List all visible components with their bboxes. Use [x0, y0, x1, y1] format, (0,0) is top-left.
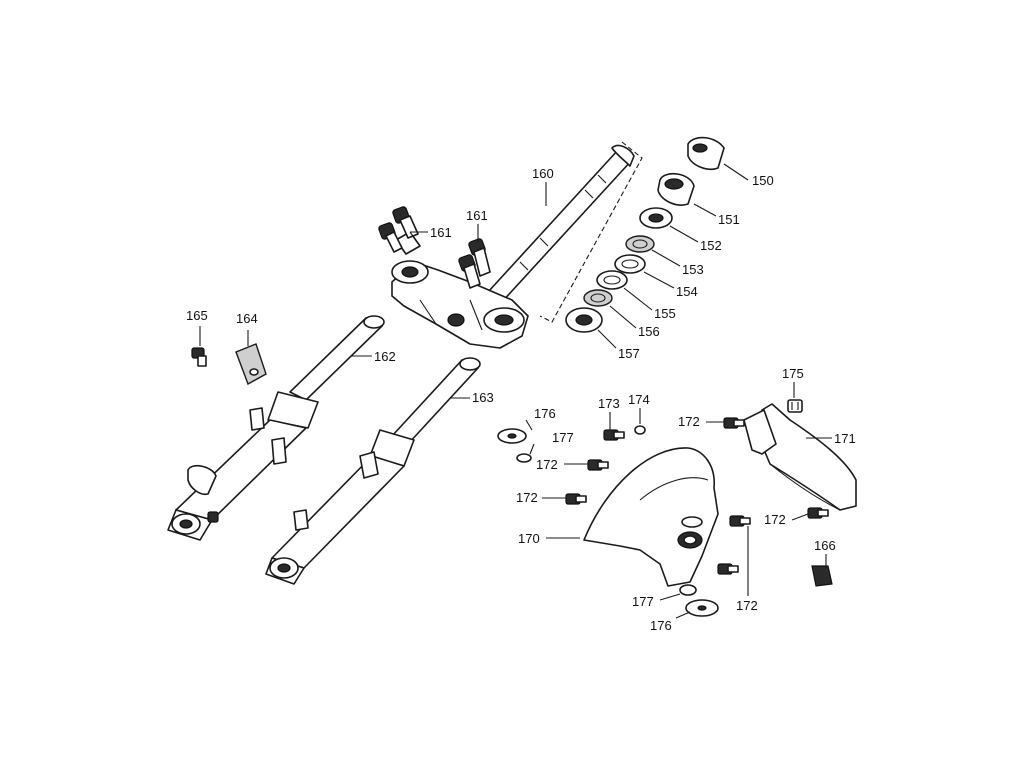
callout-174[interactable]: 174 — [628, 392, 650, 407]
bearing-156 — [583, 289, 613, 307]
callout-162[interactable]: 162 — [374, 349, 396, 364]
inner-fender-171 — [743, 403, 857, 511]
bolt-165 — [191, 347, 207, 367]
fork-leg-162 — [167, 315, 385, 541]
lock-nut-151 — [657, 173, 695, 206]
lower-race-157 — [565, 307, 603, 333]
bearing-153 — [625, 235, 655, 253]
fork-leg-163 — [265, 357, 481, 585]
bolt-172-e1 — [729, 515, 751, 527]
callout-170[interactable]: 170 — [518, 531, 540, 546]
callout-156[interactable]: 156 — [638, 324, 660, 339]
clamp-bolt-161a — [378, 206, 421, 255]
callout-175[interactable]: 175 — [782, 366, 804, 381]
callout-172-d[interactable]: 172 — [764, 512, 786, 527]
steering-stem-160 — [487, 141, 643, 323]
callout-176-bottom[interactable]: 176 — [650, 618, 672, 633]
triple-clamp — [391, 260, 529, 349]
race-154 — [614, 254, 646, 274]
bolt-172-e2 — [717, 563, 739, 575]
callout-153[interactable]: 153 — [682, 262, 704, 277]
callout-177-bottom[interactable]: 177 — [632, 594, 654, 609]
callout-172-a[interactable]: 172 — [536, 457, 558, 472]
callout-172-e[interactable]: 172 — [736, 598, 758, 613]
callout-155[interactable]: 155 — [654, 306, 676, 321]
washer-177-top — [516, 453, 532, 463]
fender-bolt-166 — [811, 565, 833, 587]
callout-150[interactable]: 150 — [752, 173, 774, 188]
washer-176-top — [497, 428, 527, 444]
callout-161-left[interactable]: 161 — [430, 225, 452, 240]
washer-176-bottom — [685, 599, 719, 617]
washer-174 — [634, 425, 646, 435]
leader-lines — [199, 163, 832, 619]
callout-176-top[interactable]: 176 — [534, 406, 556, 421]
bolt-172-a — [587, 459, 609, 471]
callout-151[interactable]: 151 — [718, 212, 740, 227]
callout-173[interactable]: 173 — [598, 396, 620, 411]
callout-177-top[interactable]: 177 — [552, 430, 574, 445]
race-155 — [596, 270, 628, 290]
bolt-172-c — [723, 417, 745, 429]
callout-157[interactable]: 157 — [618, 346, 640, 361]
callout-164[interactable]: 164 — [236, 311, 258, 326]
nut-175 — [787, 399, 803, 413]
clamp-bolt-161b — [458, 238, 491, 289]
callout-166[interactable]: 166 — [814, 538, 836, 553]
front-fender-170 — [583, 447, 719, 587]
callout-172-c[interactable]: 172 — [678, 414, 700, 429]
washer-152 — [639, 207, 673, 229]
callout-154[interactable]: 154 — [676, 284, 698, 299]
callout-161-right[interactable]: 161 — [466, 208, 488, 223]
callout-171[interactable]: 171 — [834, 431, 856, 446]
bolt-172-d — [807, 507, 829, 519]
callout-152[interactable]: 152 — [700, 238, 722, 253]
callout-165[interactable]: 165 — [186, 308, 208, 323]
callout-163[interactable]: 163 — [472, 390, 494, 405]
bolt-172-b — [565, 493, 587, 505]
washer-177-bottom — [679, 584, 697, 596]
cable-clamp-164 — [235, 343, 267, 386]
top-nut-150 — [687, 136, 725, 171]
bolt-173 — [603, 429, 625, 441]
callout-172-b[interactable]: 172 — [516, 490, 538, 505]
callout-160[interactable]: 160 — [532, 166, 554, 181]
